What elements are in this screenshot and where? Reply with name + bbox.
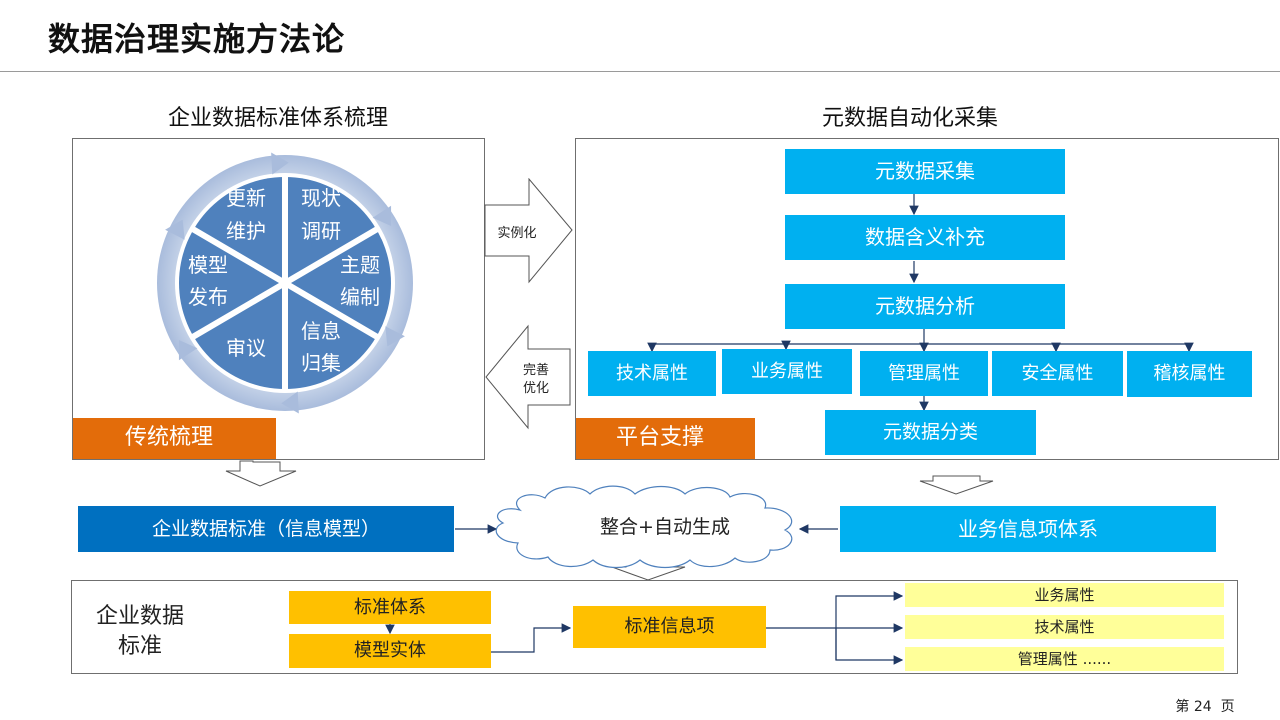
enterprise-data-standard-box: 企业数据标准（信息模型）	[78, 506, 454, 552]
cycle-text-collect: 归集	[301, 351, 341, 375]
step-meaning-supplement: 数据含义补充	[785, 215, 1065, 260]
bottom-label-line2: 标准	[117, 634, 162, 659]
platform-badge: 平台支撑	[576, 418, 755, 459]
cycle-text-update: 更新	[226, 186, 266, 210]
middle-arrows	[484, 178, 573, 430]
down-arrow-left	[225, 460, 297, 487]
attr-security: 安全属性	[992, 351, 1123, 396]
attr-management: 管理属性	[860, 351, 988, 396]
instantiate-arrow	[484, 178, 573, 284]
integration-cloud-label: 整合+自动生成	[600, 516, 730, 538]
cycle-text-compile: 编制	[340, 285, 380, 309]
left-section-heading: 企业数据标准体系梳理	[167, 106, 388, 131]
traditional-badge: 传统梳理	[73, 418, 276, 459]
attr-audit: 稽核属性	[1127, 351, 1252, 397]
cycle-text-maintain: 维护	[226, 219, 266, 243]
business-info-item-box: 业务信息项体系	[840, 506, 1216, 552]
left-panel	[72, 138, 485, 460]
page-number: 第 24 页	[1175, 699, 1235, 715]
step-metadata-analysis: 元数据分析	[785, 284, 1065, 329]
cycle-text-review: 审议	[226, 336, 266, 360]
cycle-dividers	[189, 174, 381, 392]
output-business-attr: 业务属性	[905, 583, 1224, 607]
cycle-text-research: 调研	[301, 219, 341, 243]
cycle-text-topic: 主题	[340, 253, 380, 277]
right-connectors	[647, 194, 1194, 412]
step-metadata-collect: 元数据采集	[785, 149, 1065, 194]
cycle-arrowheads	[165, 152, 405, 414]
right-section-heading: 元数据自动化采集	[821, 106, 998, 131]
title-divider	[0, 71, 1280, 72]
refine-label-2: 优化	[522, 381, 549, 396]
std-info-item-box: 标准信息项	[573, 606, 766, 648]
cycle-text-status: 现状	[301, 186, 341, 210]
std-system-box: 标准体系	[289, 591, 491, 624]
page-title: 数据治理实施方法论	[48, 20, 346, 58]
integration-cloud	[495, 485, 793, 569]
metadata-classify: 元数据分类	[825, 410, 1036, 455]
instantiate-label: 实例化	[497, 226, 537, 241]
attr-business: 业务属性	[722, 349, 852, 394]
refine-label-1: 完善	[522, 363, 549, 378]
cycle-wheel: 更新 维护 现状 调研 模型 发布 主题 编制 审议 信息 归集	[157, 152, 413, 414]
output-management-attr: 管理属性 ......	[905, 647, 1224, 671]
bottom-label-line1: 企业数据	[95, 604, 184, 629]
attr-technical: 技术属性	[588, 351, 716, 396]
bottom-connectors	[385, 591, 904, 665]
down-arrow-right	[919, 475, 994, 495]
model-entity-box: 模型实体	[289, 634, 491, 668]
cycle-text-model: 模型	[188, 253, 228, 277]
cycle-text-info: 信息	[301, 319, 341, 343]
output-technical-attr: 技术属性	[905, 615, 1224, 639]
integration-connectors	[225, 460, 994, 581]
refine-arrow	[485, 324, 571, 430]
bottom-panel	[71, 580, 1238, 674]
right-panel	[575, 138, 1279, 460]
cycle-text-publish: 发布	[188, 285, 228, 309]
